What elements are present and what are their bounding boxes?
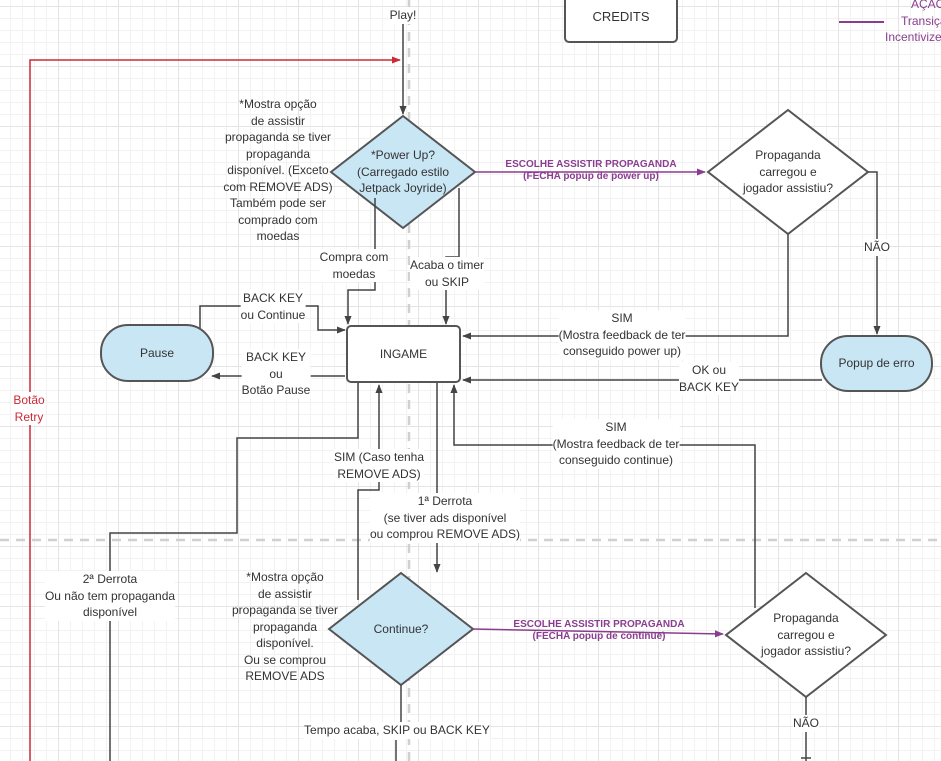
- continue-label: Continue?: [373, 621, 429, 636]
- escolhe2-connector: [472, 628, 724, 638]
- nao1-label: NÃO: [863, 239, 891, 256]
- pause-node: Pause: [100, 324, 214, 382]
- retry-connector: [29, 56, 401, 761]
- play-label: Play!: [389, 7, 417, 24]
- sim-powerup-label: SIM (Mostra feedback de ter conseguido p…: [558, 310, 686, 360]
- back-continue-connector: [199, 305, 346, 334]
- escolhe1-label: ESCOLHE ASSISTIR PROPAGANDA (FECHA popup…: [505, 159, 677, 182]
- sim-remove-ads-connector: [357, 384, 383, 600]
- powerup-note: *Mostra opção de assistir propaganda se …: [223, 97, 333, 243]
- escolhe2-label: ESCOLHE ASSISTIR PROPAGANDA (FECHA popup…: [513, 619, 685, 642]
- botao-retry-label: Botão Retry: [13, 392, 45, 425]
- compra-moedas-label: Compra com moedas: [319, 249, 389, 282]
- back-pause-label: BACK KEY ou Botão Pause: [241, 349, 311, 399]
- back-continue-label: BACK KEY ou Continue: [240, 290, 306, 323]
- tempo-acaba-label: Tempo acaba, SKIP ou BACK KEY: [304, 722, 490, 739]
- sim-continue-label: SIM (Mostra feedback de ter conseguido c…: [552, 419, 680, 469]
- derrota1-label: 1ª Derrota (se tiver ads disponível ou c…: [369, 493, 521, 543]
- legend-line2: Transição: [901, 13, 941, 28]
- ingame-node: INGAME: [346, 325, 461, 383]
- powerup-diamond: [329, 114, 477, 230]
- popup-erro-node: Popup de erro: [820, 335, 933, 392]
- legend-line3: Incentivize: [885, 30, 941, 44]
- propaganda1-label: Propaganda carregou e jogador assistiu?: [742, 148, 834, 196]
- ok-back-label: OK ou BACK KEY: [678, 362, 740, 395]
- continue-note: *Mostra opção de assistir propaganda se …: [231, 570, 339, 683]
- sim-remove-ads-label: SIM (Caso tenha REMOVE ADS): [333, 449, 425, 482]
- legend-line1: AÇÃO: [911, 0, 941, 11]
- nao1-connector: [868, 171, 881, 335]
- derrota2-label: 2ª Derrota Ou não tem propaganda disponí…: [44, 571, 176, 621]
- acaba-timer-label: Acaba o timer ou SKIP: [409, 257, 485, 290]
- legend: AÇÃO Transição Incentivize: [880, 0, 941, 46]
- compra-connector: [344, 198, 376, 325]
- acaba-timer-connector: [442, 188, 460, 325]
- propaganda2-label: Propaganda carregou e jogador assistiu?: [760, 611, 852, 659]
- nao2-label: NÃO: [792, 715, 820, 732]
- powerup-label: *Power Up? (Carregado estilo Jetpack Joy…: [356, 148, 450, 196]
- credits-node: CREDITS: [564, 0, 678, 43]
